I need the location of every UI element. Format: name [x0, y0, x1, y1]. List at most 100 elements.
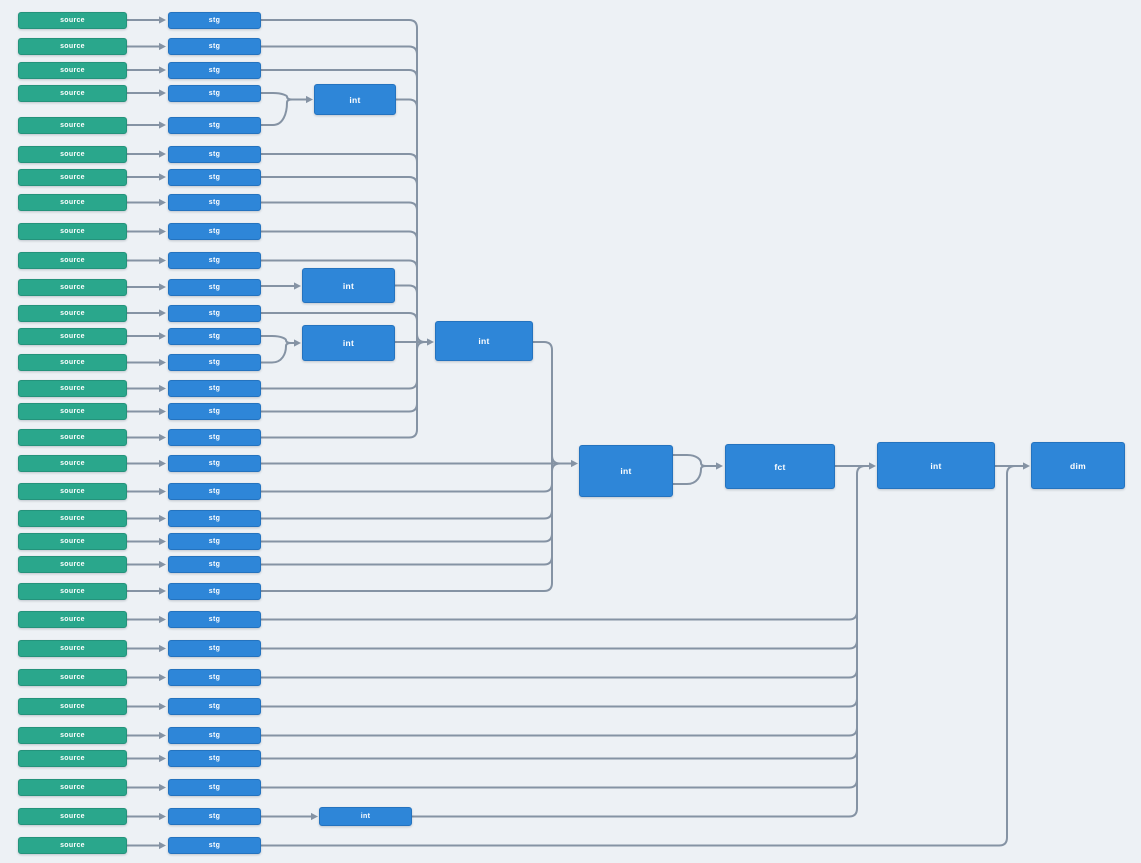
source-node[interactable]: source: [18, 429, 127, 446]
source-node[interactable]: source: [18, 84, 127, 102]
arrowhead-icon: [869, 462, 876, 470]
int-node[interactable]: int: [319, 807, 412, 826]
source-node[interactable]: source: [18, 116, 127, 134]
stg-node[interactable]: stg: [168, 194, 261, 211]
source-node[interactable]: source: [18, 779, 127, 796]
source-node[interactable]: source: [18, 327, 127, 345]
edge: [261, 483, 553, 493]
source-node[interactable]: source: [18, 698, 127, 715]
source-node[interactable]: source: [18, 669, 127, 686]
source-node[interactable]: source: [18, 354, 127, 371]
int-node[interactable]: int: [302, 268, 395, 303]
source-node[interactable]: source: [18, 837, 127, 854]
source-node[interactable]: source: [18, 278, 127, 296]
edge: [673, 465, 707, 485]
edge: [261, 230, 418, 240]
fct-node[interactable]: fct: [725, 444, 835, 489]
int-node[interactable]: int: [877, 442, 995, 489]
int-node[interactable]: int: [314, 84, 396, 115]
source-node[interactable]: source: [18, 611, 127, 628]
stg-node[interactable]: stg: [168, 455, 261, 472]
stg-node[interactable]: stg: [168, 483, 261, 500]
stg-node[interactable]: stg: [168, 38, 261, 55]
source-node[interactable]: source: [18, 533, 127, 550]
dim-node[interactable]: dim: [1031, 442, 1125, 489]
edge: [261, 510, 553, 520]
stg-node[interactable]: stg: [168, 556, 261, 573]
edge: [261, 669, 858, 679]
arrowhead-icon: [159, 66, 166, 74]
source-node[interactable]: source: [18, 194, 127, 211]
edge: [1006, 465, 1016, 838]
arrowhead-icon: [159, 702, 166, 711]
edge: [261, 176, 418, 186]
source-node[interactable]: source: [18, 808, 127, 825]
stg-node[interactable]: stg: [168, 278, 261, 296]
stg-node[interactable]: stg: [168, 11, 261, 29]
stg-node[interactable]: stg: [168, 354, 261, 371]
stg-node[interactable]: stg: [168, 837, 261, 854]
source-node[interactable]: source: [18, 510, 127, 527]
int-node[interactable]: int: [302, 325, 395, 361]
arrowhead-icon: [159, 358, 166, 367]
stg-node[interactable]: stg: [168, 61, 261, 79]
arrowhead-icon: [294, 339, 301, 347]
int-node[interactable]: int: [579, 445, 673, 497]
stg-node[interactable]: stg: [168, 403, 261, 420]
source-node[interactable]: source: [18, 483, 127, 500]
stg-node[interactable]: stg: [168, 223, 261, 240]
source-node[interactable]: source: [18, 38, 127, 55]
arrowhead-icon: [311, 812, 318, 821]
source-node[interactable]: source: [18, 727, 127, 744]
source-node[interactable]: source: [18, 403, 127, 420]
arrowhead-icon: [159, 150, 166, 158]
stg-node[interactable]: stg: [168, 84, 261, 102]
source-node[interactable]: source: [18, 223, 127, 240]
source-node[interactable]: source: [18, 11, 127, 29]
arrowhead-icon: [427, 338, 434, 346]
edge: [261, 611, 858, 621]
arrowhead-icon: [716, 462, 723, 470]
stg-node[interactable]: stg: [168, 779, 261, 796]
source-node[interactable]: source: [18, 252, 127, 269]
edge: [673, 454, 707, 467]
source-node[interactable]: source: [18, 455, 127, 472]
stg-node[interactable]: stg: [168, 750, 261, 767]
arrowhead-icon: [159, 673, 166, 682]
stg-node[interactable]: stg: [168, 252, 261, 269]
source-node[interactable]: source: [18, 168, 127, 186]
stg-node[interactable]: stg: [168, 145, 261, 163]
source-node[interactable]: source: [18, 304, 127, 322]
stg-node[interactable]: stg: [168, 533, 261, 550]
stg-node[interactable]: stg: [168, 669, 261, 686]
source-node[interactable]: source: [18, 61, 127, 79]
source-node[interactable]: source: [18, 582, 127, 600]
stg-node[interactable]: stg: [168, 611, 261, 628]
arrowhead-icon: [159, 283, 166, 291]
stg-node[interactable]: stg: [168, 808, 261, 825]
arrowhead-icon: [159, 89, 166, 97]
edge: [551, 462, 561, 472]
source-node[interactable]: source: [18, 556, 127, 573]
arrowhead-icon: [159, 256, 166, 265]
arrowhead-icon: [294, 282, 301, 290]
stg-node[interactable]: stg: [168, 698, 261, 715]
source-node[interactable]: source: [18, 380, 127, 397]
stg-node[interactable]: stg: [168, 168, 261, 186]
stg-node[interactable]: stg: [168, 116, 261, 134]
stg-node[interactable]: stg: [168, 727, 261, 744]
source-node[interactable]: source: [18, 640, 127, 657]
stg-node[interactable]: stg: [168, 380, 261, 397]
edge: [261, 533, 553, 543]
stg-node[interactable]: stg: [168, 429, 261, 446]
source-node[interactable]: source: [18, 145, 127, 163]
stg-node[interactable]: stg: [168, 640, 261, 657]
arrowhead-icon: [159, 615, 166, 624]
stg-node[interactable]: stg: [168, 510, 261, 527]
int-node[interactable]: int: [435, 321, 533, 361]
stg-node[interactable]: stg: [168, 304, 261, 322]
source-node[interactable]: source: [18, 750, 127, 767]
stg-node[interactable]: stg: [168, 327, 261, 345]
stg-node[interactable]: stg: [168, 582, 261, 600]
